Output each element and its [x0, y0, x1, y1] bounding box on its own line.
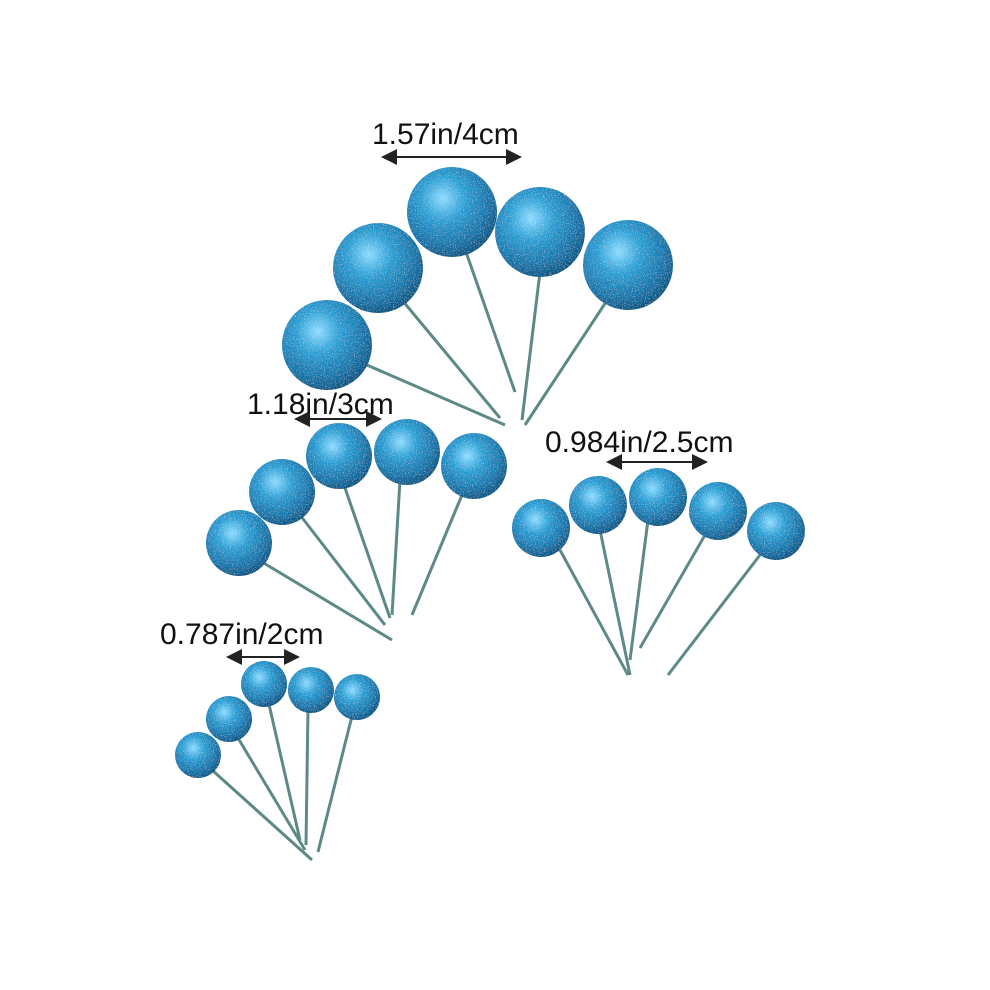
sticks-2-5cm: [558, 519, 762, 676]
size-label-3cm: 1.18in/3cm: [247, 388, 394, 421]
size-label-2-5cm: 0.984in/2.5cm: [545, 426, 734, 459]
balls-2cm: [175, 661, 380, 778]
group-2cm: [175, 649, 380, 862]
balls-3cm: [206, 419, 507, 576]
group-4cm: [282, 149, 673, 427]
sticks-4cm: [359, 251, 608, 427]
sticks-3cm: [261, 479, 464, 642]
size-label-2cm: 0.787in/2cm: [160, 618, 324, 651]
size-label-4cm: 1.57in/4cm: [372, 118, 519, 151]
balls-4cm: [282, 167, 673, 390]
group-3cm: [206, 411, 507, 642]
group-2-5cm: [512, 454, 805, 676]
sticks-2cm: [210, 699, 354, 862]
balls-2-5cm: [512, 468, 805, 560]
